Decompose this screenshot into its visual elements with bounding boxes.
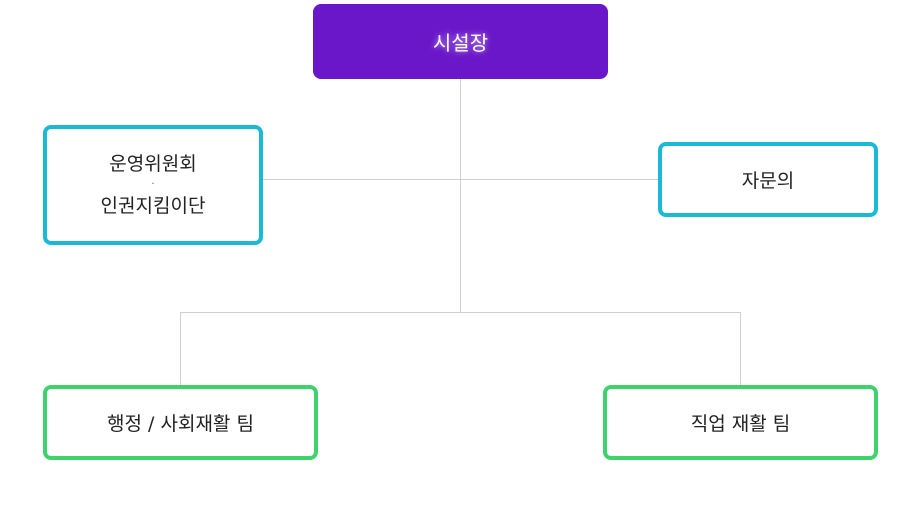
node-director-label: 시설장 [432, 31, 489, 55]
node-committee-separator: · [151, 179, 155, 190]
node-admin-team-label: 행정 / 사회재활 팀 [107, 413, 254, 435]
node-committee: 운영위원회 · 인권지킴이단 [43, 125, 263, 245]
connector-vertical-main [460, 79, 461, 313]
node-advisory: 자문의 [658, 142, 878, 217]
connector-drop-left [180, 312, 181, 385]
node-committee-line2: 인권지킴이단 [100, 195, 206, 217]
node-vocational-team: 직업 재활 팀 [603, 385, 878, 460]
node-advisory-label: 자문의 [741, 170, 795, 192]
node-vocational-team-label: 직업 재활 팀 [690, 413, 791, 435]
node-director: 시설장 [313, 4, 608, 79]
connector-horizontal-bottom [180, 312, 741, 313]
connector-horizontal-middle [263, 179, 658, 180]
node-committee-line1: 운영위원회 [109, 153, 197, 175]
connector-drop-right [740, 312, 741, 385]
node-admin-team: 행정 / 사회재활 팀 [43, 385, 318, 460]
